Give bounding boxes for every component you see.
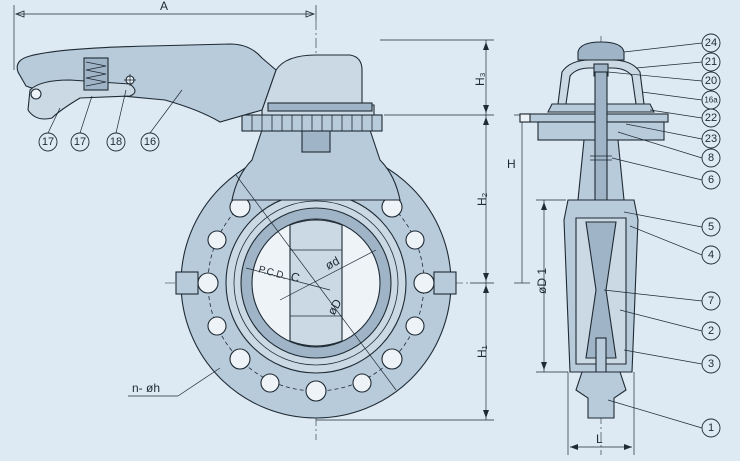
- callout-24: 24: [705, 37, 717, 49]
- dimension-a: A: [13, 0, 317, 70]
- lug-right: [433, 271, 457, 295]
- callout-22: 22: [705, 112, 717, 124]
- stem-housing: [301, 129, 331, 153]
- bottom-boss: [575, 371, 627, 419]
- front-view: A: [13, 0, 530, 440]
- dimension-h3-label: H₃: [473, 72, 487, 86]
- callout-7: 7: [708, 295, 714, 307]
- dimension-oD1-label: øD 1: [535, 268, 549, 294]
- handle-trigger: [27, 79, 136, 120]
- left-callouts: 17 17 18 16: [38, 89, 183, 152]
- callout-21: 21: [705, 56, 717, 68]
- callout-17: 17: [42, 136, 54, 148]
- dimension-h2-label: H₂: [475, 192, 489, 206]
- callout-3: 3: [708, 358, 714, 370]
- callout-20: 20: [705, 75, 717, 87]
- right-callouts: 24 21 20 16a 22 23 8 6 5 4 7 2 3: [603, 33, 721, 438]
- callout-16a: 16a: [704, 96, 718, 105]
- callout-16: 16: [144, 136, 156, 148]
- callout-1: 1: [708, 422, 714, 434]
- dimension-h-label: H: [507, 157, 516, 171]
- callout-6: 6: [708, 174, 714, 186]
- body-neck: [231, 129, 401, 201]
- callout-8: 8: [708, 152, 714, 164]
- latch-spring-housing: [83, 57, 109, 91]
- lug-left: [175, 271, 199, 295]
- dimension-h1-label: H₁: [475, 345, 489, 358]
- handle-head: [261, 54, 375, 116]
- callout-23: 23: [705, 133, 717, 145]
- cap: [577, 41, 625, 61]
- side-view: øD 1 L 24 21 20: [519, 33, 721, 455]
- callout-19: 17: [74, 136, 86, 148]
- side-top-plate: [519, 113, 669, 123]
- dimension-od-label: ød: [323, 254, 342, 273]
- callout-2: 2: [708, 325, 714, 337]
- vertical-dimensions: H₃ H H₂ H₁: [316, 39, 530, 421]
- dimension-a-label: A: [160, 0, 168, 13]
- callout-4: 4: [708, 249, 714, 261]
- dimension-c-label: C: [289, 269, 301, 285]
- side-disc: [585, 221, 617, 359]
- dimension-n-oh-label: n- øh: [132, 381, 160, 395]
- dimension-l-label: L: [596, 432, 603, 446]
- callout-18: 18: [110, 136, 122, 148]
- callout-5: 5: [708, 221, 714, 233]
